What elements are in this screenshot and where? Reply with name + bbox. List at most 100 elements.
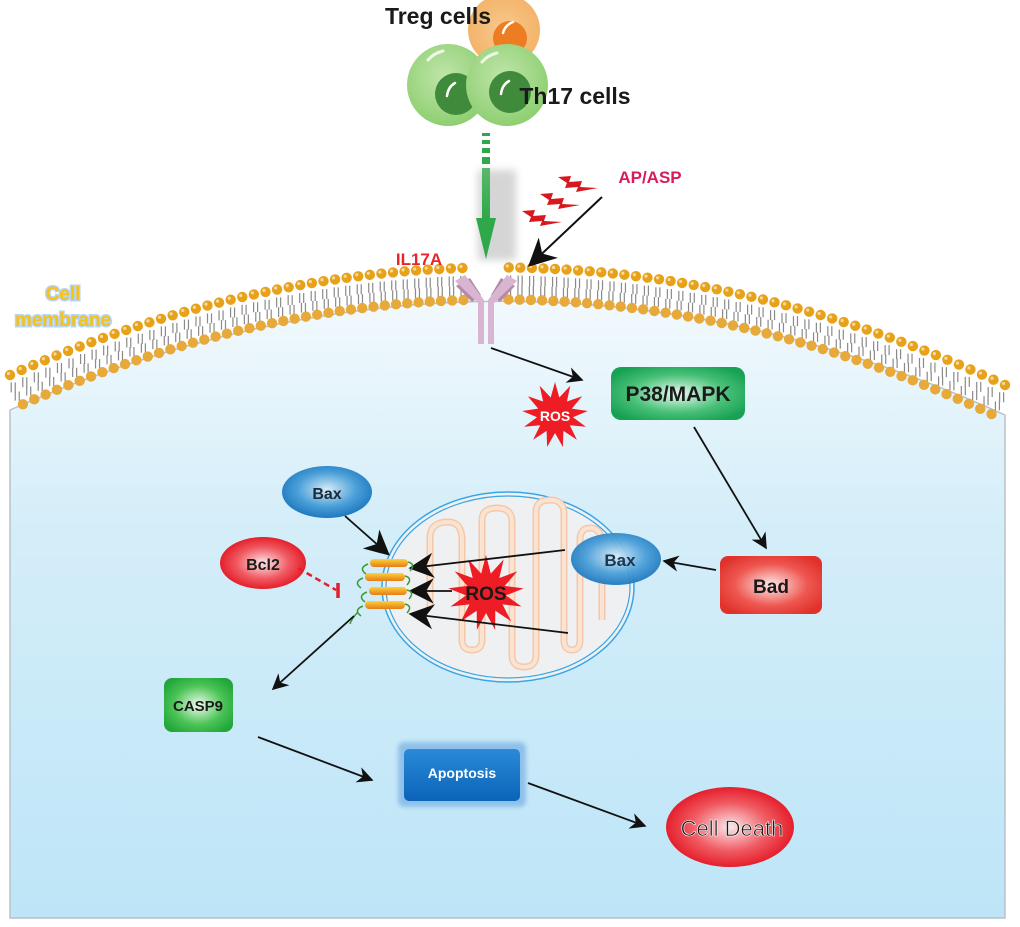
- helix-segment: [361, 559, 414, 575]
- ap-asp-label: AP/ASP: [618, 168, 681, 187]
- lipid-molecule: [548, 263, 561, 307]
- lipid-molecule: [387, 267, 402, 310]
- lipid-molecule: [97, 332, 119, 374]
- lipid-molecule: [828, 316, 849, 358]
- lipid-molecule: [62, 345, 85, 386]
- casp9-to-apoptosis-arrow: [257, 736, 374, 783]
- lipid-molecule: [51, 350, 74, 391]
- lipid-molecule: [862, 328, 884, 369]
- lipid-molecule: [581, 266, 595, 309]
- immune-cells: Treg cells Th17 cells: [385, 0, 631, 126]
- bcl2-node: Bcl2: [220, 537, 306, 589]
- cell-death-node: Cell Death: [666, 787, 794, 867]
- lipid-molecule: [39, 354, 63, 396]
- lipid-molecule: [963, 369, 988, 409]
- membrane-label-line1: Cell: [46, 284, 81, 305]
- lipid-molecule: [761, 297, 780, 339]
- lipid-molecule: [570, 265, 584, 308]
- il17a-label: IL17A: [396, 250, 442, 269]
- lipid-molecule: [986, 379, 1011, 420]
- lipid-molecule: [86, 336, 108, 378]
- lipid-molecule: [445, 263, 458, 306]
- lipid-molecule: [283, 282, 300, 324]
- lipid-molecule: [4, 369, 29, 410]
- bad-to-bax-arrow: [662, 555, 717, 572]
- lipid-molecule: [525, 262, 538, 306]
- receptor-to-p38-arrow: [490, 347, 584, 383]
- lipid-molecule: [559, 264, 572, 307]
- lipid-molecule: [167, 310, 187, 352]
- mito-to-pore-arrow: [408, 604, 569, 634]
- lipid-molecule: [907, 345, 930, 386]
- lipid-molecule: [930, 354, 953, 395]
- lipid-molecule: [422, 264, 435, 307]
- lipid-molecule: [716, 286, 734, 329]
- bcl2-label: Bcl2: [246, 557, 280, 574]
- green-signal-arrow-icon: [476, 133, 516, 260]
- lipid-molecule: [514, 262, 526, 305]
- lipid-molecule: [121, 324, 142, 366]
- casp9-label: CASP9: [173, 698, 223, 715]
- membrane-label: Cell membrane: [13, 283, 112, 333]
- lipid-molecule: [941, 359, 965, 400]
- lipid-molecule: [705, 284, 722, 326]
- lipid-molecule: [271, 284, 289, 327]
- lipid-molecule: [896, 340, 919, 382]
- lipid-molecule: [399, 266, 413, 309]
- lipid-molecule: [16, 364, 40, 405]
- ros-burst-top: ROS: [522, 382, 588, 447]
- lipid-molecule: [637, 272, 653, 315]
- bcl2-inhibition-line: [297, 566, 337, 592]
- casp9-node: CASP9: [164, 678, 233, 732]
- lipid-molecule: [376, 268, 390, 311]
- lipid-molecule: [817, 313, 838, 355]
- mitochondrial-pore-icon: [349, 559, 414, 625]
- il17a-receptor-icon: [455, 275, 517, 344]
- lipid-molecule: [806, 309, 826, 351]
- p38-mapk-node: P38/MAPK: [611, 367, 745, 420]
- p38-mapk-label: P38/MAPK: [625, 383, 730, 406]
- lipid-molecule: [74, 341, 97, 382]
- lipid-molecule: [739, 291, 757, 334]
- lipid-molecule: [306, 277, 323, 320]
- lipid-molecule: [144, 317, 165, 359]
- apoptosis-to-death-arrow: [527, 782, 647, 829]
- lightning-bolts-icon: [522, 176, 598, 226]
- lipid-molecule: [329, 274, 345, 317]
- lipid-molecule: [593, 267, 607, 310]
- lipid-molecule: [660, 275, 676, 318]
- lipid-molecule: [851, 324, 872, 366]
- bad-node: Bad: [720, 556, 822, 614]
- apoptosis-label: Apoptosis: [428, 765, 497, 781]
- pore-to-casp9-arrow: [271, 615, 355, 691]
- ros-burst-mito: ROS: [448, 555, 524, 630]
- lipid-molecule: [649, 274, 665, 317]
- helix-segment: [356, 573, 411, 589]
- lipid-molecule: [727, 288, 746, 331]
- lipid-molecule: [295, 279, 312, 322]
- lipid-molecule: [783, 303, 803, 345]
- lipid-molecule: [918, 349, 942, 390]
- lipid-molecule: [364, 269, 379, 312]
- lipid-molecule: [536, 263, 549, 306]
- bax-top-label: Bax: [312, 486, 341, 503]
- ap-asp-arrow: [527, 196, 603, 267]
- lipid-molecule: [318, 276, 334, 319]
- lipid-molecule: [179, 306, 199, 348]
- lipid-molecule: [772, 300, 792, 342]
- lipid-molecule: [132, 320, 153, 362]
- lipid-molecule: [225, 294, 244, 337]
- lipid-molecule: [109, 328, 131, 370]
- lipid-molecule: [213, 297, 233, 339]
- lipid-molecule: [873, 332, 896, 373]
- bax-to-pore-arrow: [408, 549, 566, 578]
- lipid-molecule: [190, 303, 210, 345]
- lipid-molecule: [975, 374, 999, 415]
- lipid-molecule: [341, 272, 357, 315]
- lipid-molecule: [237, 291, 255, 334]
- membrane-label-line2: membrane: [15, 310, 111, 331]
- lipid-molecule: [604, 268, 619, 311]
- bax-right-label: Bax: [604, 551, 636, 570]
- ros-mito-label: ROS: [465, 584, 506, 605]
